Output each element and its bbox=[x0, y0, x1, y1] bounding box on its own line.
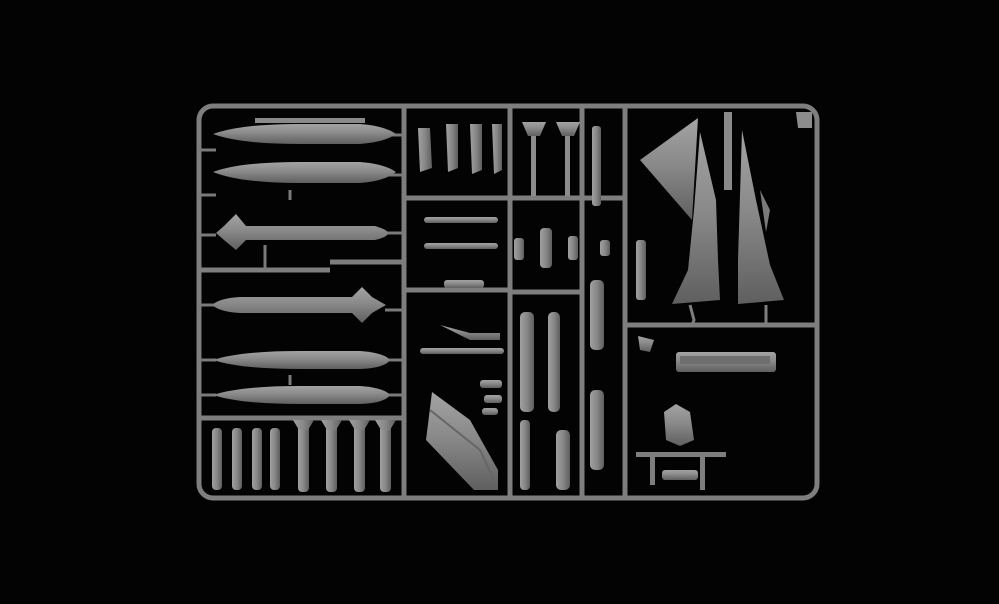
wing-section bbox=[636, 112, 812, 326]
sprue-gates bbox=[199, 133, 404, 397]
gear-struts bbox=[514, 228, 578, 490]
fuel-tank-2 bbox=[213, 162, 396, 183]
long-rails bbox=[590, 126, 610, 470]
ejection-seat-parts bbox=[636, 336, 776, 490]
bomb-rack-parts bbox=[212, 420, 396, 492]
fuel-tank-3 bbox=[213, 351, 390, 369]
fuel-tank-1 bbox=[213, 118, 396, 144]
fin-pair bbox=[522, 122, 580, 196]
rods bbox=[420, 217, 504, 354]
sprue-frame bbox=[196, 103, 820, 501]
small-parts-cluster bbox=[480, 380, 502, 415]
pylon-parts bbox=[418, 124, 502, 174]
fuel-tank-4 bbox=[213, 386, 390, 404]
missile-1 bbox=[216, 214, 388, 250]
missile-2 bbox=[212, 287, 386, 323]
rudder-fin bbox=[426, 392, 498, 490]
